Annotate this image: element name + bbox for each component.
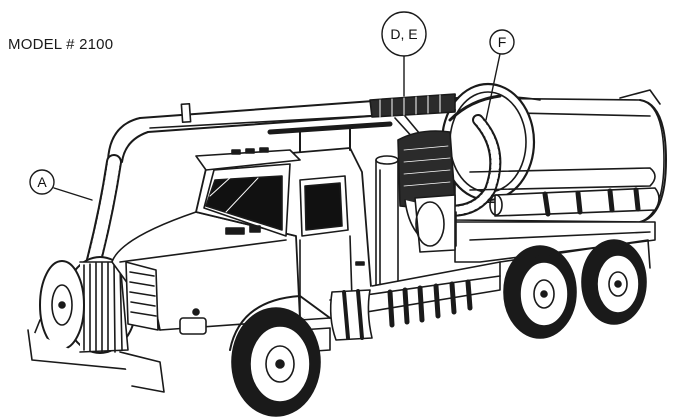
pump-assembly	[397, 130, 457, 253]
front-wheel	[229, 295, 331, 417]
truck-hood	[111, 211, 304, 335]
callout-a-label: A	[37, 174, 47, 190]
truck-cab	[195, 147, 373, 321]
callout-d-e: D, E	[381, 11, 427, 97]
rear-wheel-1	[503, 245, 577, 339]
callout-a: A	[29, 169, 93, 201]
boom-pipe	[139, 93, 456, 133]
lower-body	[454, 221, 656, 263]
rear-fender	[499, 239, 651, 269]
callout-f: F	[485, 29, 515, 121]
model-title: MODEL # 2100	[8, 36, 114, 53]
side-tubes	[469, 167, 660, 217]
hose-reel	[29, 256, 137, 354]
callout-f-label: F	[498, 34, 507, 50]
callout-d-e-label: D, E	[390, 26, 417, 42]
front-bumper	[27, 329, 165, 393]
exhaust-stack	[375, 155, 399, 291]
rear-wheel-2	[581, 239, 647, 325]
